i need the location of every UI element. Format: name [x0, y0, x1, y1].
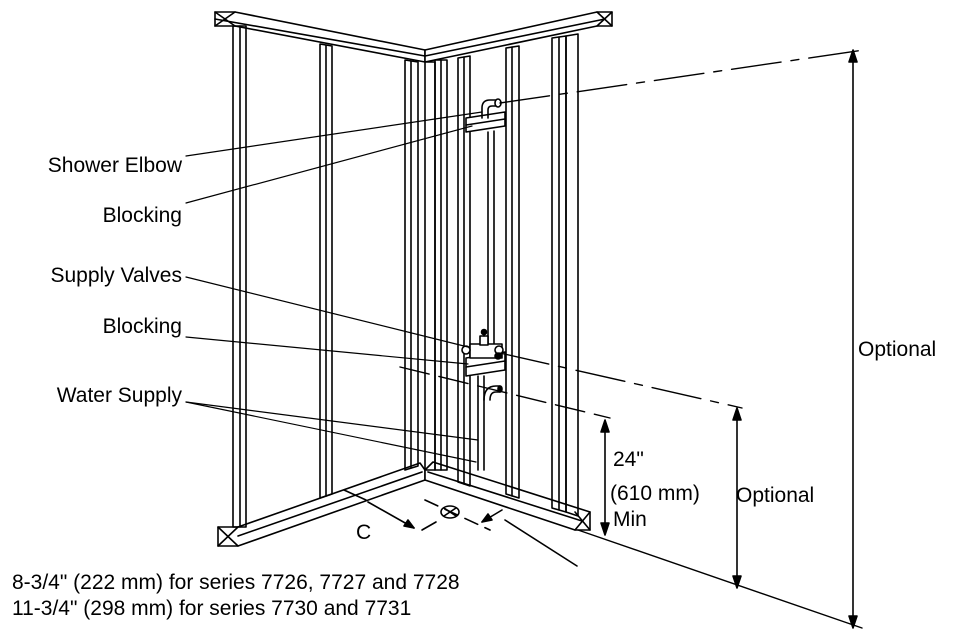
note-series-7726: 8-3/4" (222 mm) for series 7726, 7727 an…	[12, 571, 460, 594]
supply-valves	[461, 328, 504, 360]
stud	[319, 43, 333, 499]
label-optional-tall: Optional	[858, 338, 937, 361]
left-wall-frame	[214, 11, 426, 547]
label-610-mm: (610 mm)	[610, 482, 700, 505]
label-blocking-lower: Blocking	[102, 315, 182, 338]
blocking-upper	[465, 111, 506, 133]
water-supply-pipes	[477, 375, 503, 471]
right-wall-frame	[424, 11, 613, 531]
label-water-supply: Water Supply	[56, 384, 182, 407]
label-supply-valves: Supply Valves	[50, 264, 182, 287]
dimension-optional-tall	[848, 49, 858, 629]
dimension-c	[343, 489, 578, 567]
note-series-7730: 11-3/4" (298 mm) for series 7730 and 773…	[12, 597, 412, 620]
supply-pipe	[487, 130, 495, 346]
projection-lines	[399, 49, 865, 629]
stud	[424, 61, 436, 471]
label-blocking-upper: Blocking	[102, 204, 182, 227]
label-24-inch: 24"	[613, 448, 644, 471]
dimension-24in	[600, 419, 610, 536]
stud	[565, 33, 579, 517]
label-optional-short: Optional	[736, 484, 815, 507]
label-min: Min	[613, 508, 647, 531]
label-dimension-c: C	[356, 521, 372, 544]
shower-elbow	[481, 98, 502, 119]
leader-lines	[185, 111, 483, 463]
dimension-optional-short	[732, 407, 742, 589]
stud	[404, 59, 419, 471]
label-shower-elbow: Shower Elbow	[47, 154, 182, 177]
stud	[505, 45, 520, 499]
floor-center-mark	[424, 499, 491, 531]
stud	[457, 55, 471, 487]
